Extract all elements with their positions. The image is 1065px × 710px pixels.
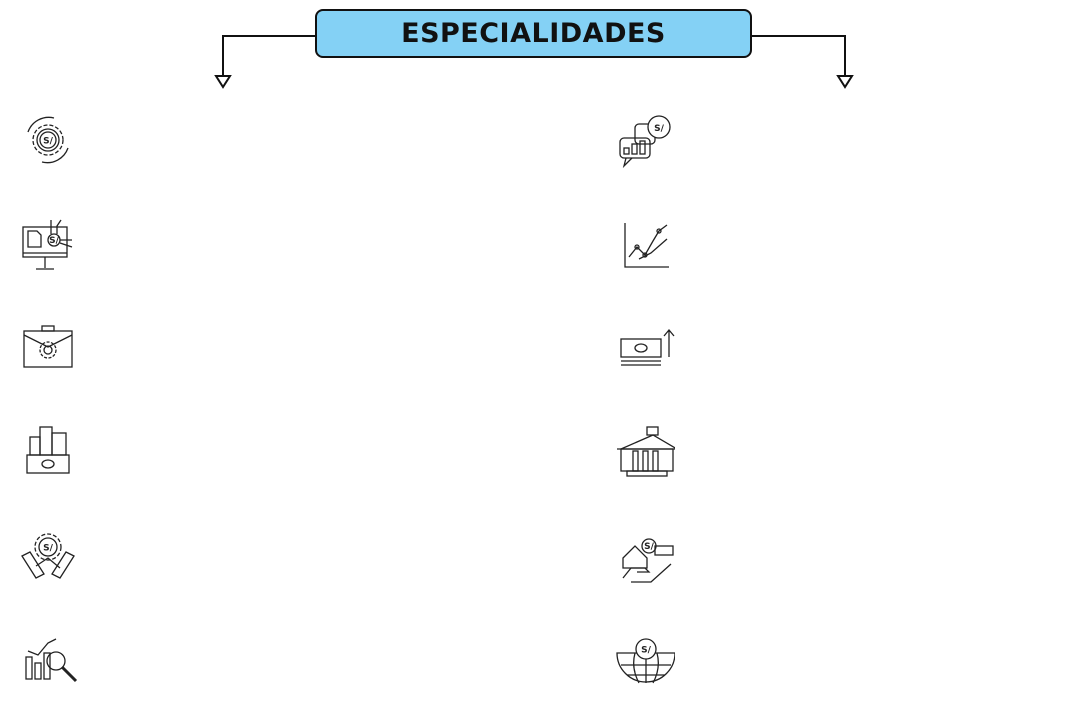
- bank-building-icon: [615, 421, 678, 481]
- handshake-gear-money-icon: S/: [18, 526, 78, 586]
- svg-text:S/: S/: [43, 544, 53, 554]
- computer-network-money-icon: S/: [18, 213, 78, 273]
- chat-chart-money-icon: S/: [615, 110, 675, 170]
- svg-text:S/: S/: [654, 124, 664, 134]
- gear-cycle-money-icon: S/: [18, 110, 78, 170]
- growth-chart-icon: [615, 213, 675, 273]
- money-arrow-up-icon: [615, 317, 675, 377]
- globe-money-icon: S/: [615, 629, 676, 689]
- chart-magnifier-icon: [18, 629, 78, 689]
- svg-text:S/: S/: [43, 137, 53, 147]
- hand-house-money-icon: S/: [615, 526, 675, 586]
- svg-text:S/: S/: [49, 236, 59, 246]
- briefcase-gear-icon: [18, 317, 78, 377]
- connector-arrows: [214, 35, 854, 89]
- page-title: ESPECIALIDADES: [315, 9, 752, 58]
- svg-text:S/: S/: [644, 542, 654, 552]
- svg-text:S/: S/: [641, 646, 651, 656]
- buildings-money-icon: [18, 421, 78, 481]
